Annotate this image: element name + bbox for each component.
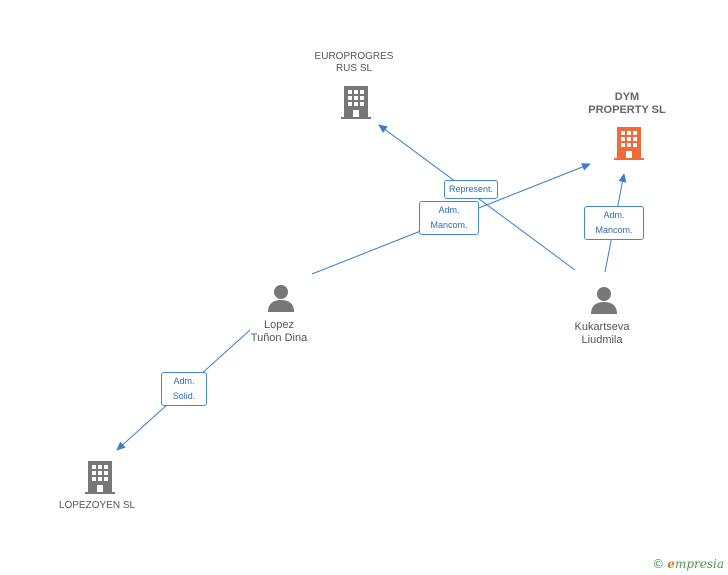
company-name-line: RUS SL — [335, 63, 373, 74]
company-name-line: PROPERTY SL — [588, 104, 666, 116]
building-icon[interactable] — [340, 84, 372, 120]
building-icon[interactable] — [84, 459, 116, 495]
edge-label-represent[interactable]: Represent. — [444, 180, 499, 199]
copyright-symbol: © — [652, 557, 665, 571]
company-label-dym[interactable]: DYM PROPERTY SL — [577, 91, 677, 117]
company-label-europrogres[interactable]: EUROPROGRES RUS SL — [304, 51, 404, 75]
company-name-line: LOPEZOYEN SL — [58, 500, 136, 511]
edge-label-adm-solid[interactable]: Adm. Solid. — [161, 372, 207, 406]
edge-label-line: Mancom. — [595, 225, 633, 235]
brand-name: mpresia — [674, 557, 724, 571]
person-name-line: Liudmila — [581, 334, 623, 346]
edge-label-adm-mancom-lopez[interactable]: Adm. Mancom. — [419, 201, 479, 235]
edge-label-line: Adm. — [173, 376, 195, 386]
person-label-kukartseva[interactable]: Kukartseva Liudmila — [552, 321, 652, 347]
company-label-lopezoyen[interactable]: LOPEZOYEN SL — [47, 500, 147, 512]
person-label-lopez[interactable]: Lopez Tuñon Dina — [229, 319, 329, 345]
person-icon[interactable] — [266, 283, 296, 313]
building-icon[interactable] — [613, 125, 645, 161]
empresia-logo: ©empresia — [652, 557, 724, 571]
person-name-line: Tuñon Dina — [250, 332, 308, 344]
person-icon[interactable] — [589, 285, 619, 315]
edge-label-adm-mancom-kukartseva[interactable]: Adm. Mancom. — [584, 206, 644, 240]
brand-initial: e — [667, 557, 675, 571]
person-name-line: Kukartseva — [574, 321, 630, 333]
edge-label-line: Represent. — [449, 184, 494, 194]
edge-label-line: Mancom. — [430, 220, 468, 230]
person-name-line: Lopez — [264, 319, 294, 331]
edge-label-line: Solid. — [172, 391, 196, 401]
company-name-line: EUROPROGRES — [314, 51, 394, 62]
edge-label-line: Adm. — [603, 210, 625, 220]
edge-label-line: Adm. — [438, 205, 460, 215]
company-name-line: DYM — [614, 91, 640, 103]
